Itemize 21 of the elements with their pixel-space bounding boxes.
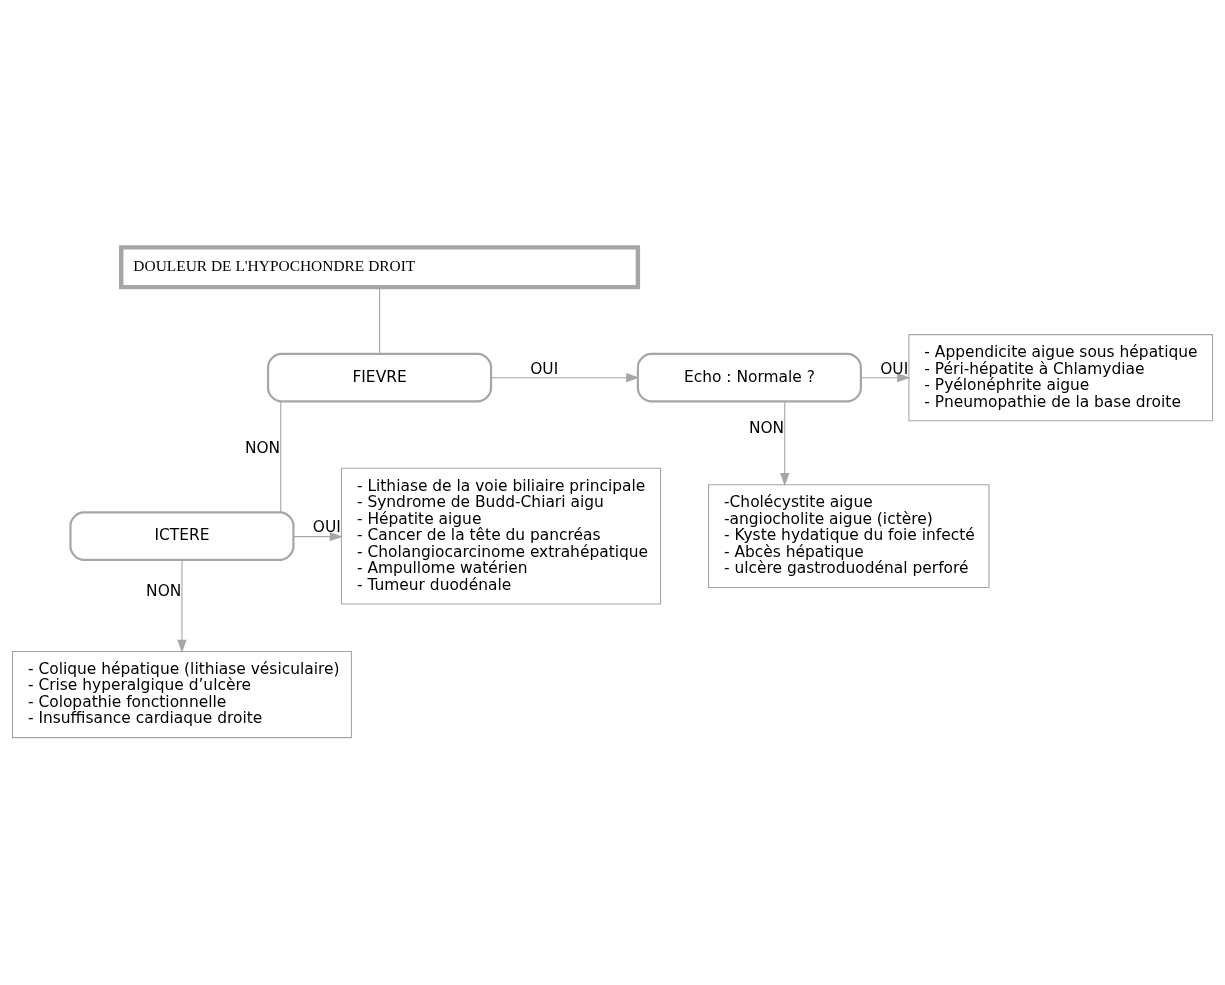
node-box: FIEVRE bbox=[266, 352, 493, 403]
node-box: -Cholécystite aigue -angiocholite aigue (ictère) - Kyste hydatique du foie infecté - Abcès hépatique - ulcère gastroduodénal perforé bbox=[708, 484, 990, 588]
arrow bbox=[860, 373, 911, 383]
edge-label: OUI bbox=[312, 518, 341, 537]
node-box: - Colique hépatique (lithiase vésiculaire) - Crise hyperalgique d’ulcère - Colopathie fonctionnelle - Insuffisance cardiaque droite bbox=[11, 650, 352, 739]
node-box: - Appendicite aigue sous hépatique - Péri-hépatite à Chlamydiae - Pyélonéphrite aigue - Pneumopathie de la base droite bbox=[908, 334, 1214, 422]
arrow bbox=[780, 401, 790, 487]
arrow bbox=[293, 532, 343, 542]
node-box: Echo : Normale ? bbox=[636, 352, 862, 403]
arrow bbox=[177, 559, 187, 654]
node-box: - Lithiase de la voie biliaire principale - Syndrome de Budd-Chiari aigu - Hépatite aigue - Cancer de la tête du pancréas - Cholangiocarcinome extrahépatique - Ampullome watérien - Tumeur duodénale bbox=[340, 467, 662, 605]
edge-label: OUI bbox=[880, 359, 909, 378]
node-box: DOULEUR DE L'HYPOCHONDRE DROIT bbox=[119, 245, 641, 290]
edge-label: NON bbox=[748, 419, 785, 438]
arrow bbox=[490, 373, 640, 383]
edge-label: NON bbox=[146, 582, 182, 601]
node-box: ICTERE bbox=[69, 511, 295, 561]
connector bbox=[280, 401, 282, 513]
connector bbox=[379, 286, 381, 355]
edge-label: OUI bbox=[530, 359, 559, 378]
edge-label: NON bbox=[244, 438, 281, 457]
